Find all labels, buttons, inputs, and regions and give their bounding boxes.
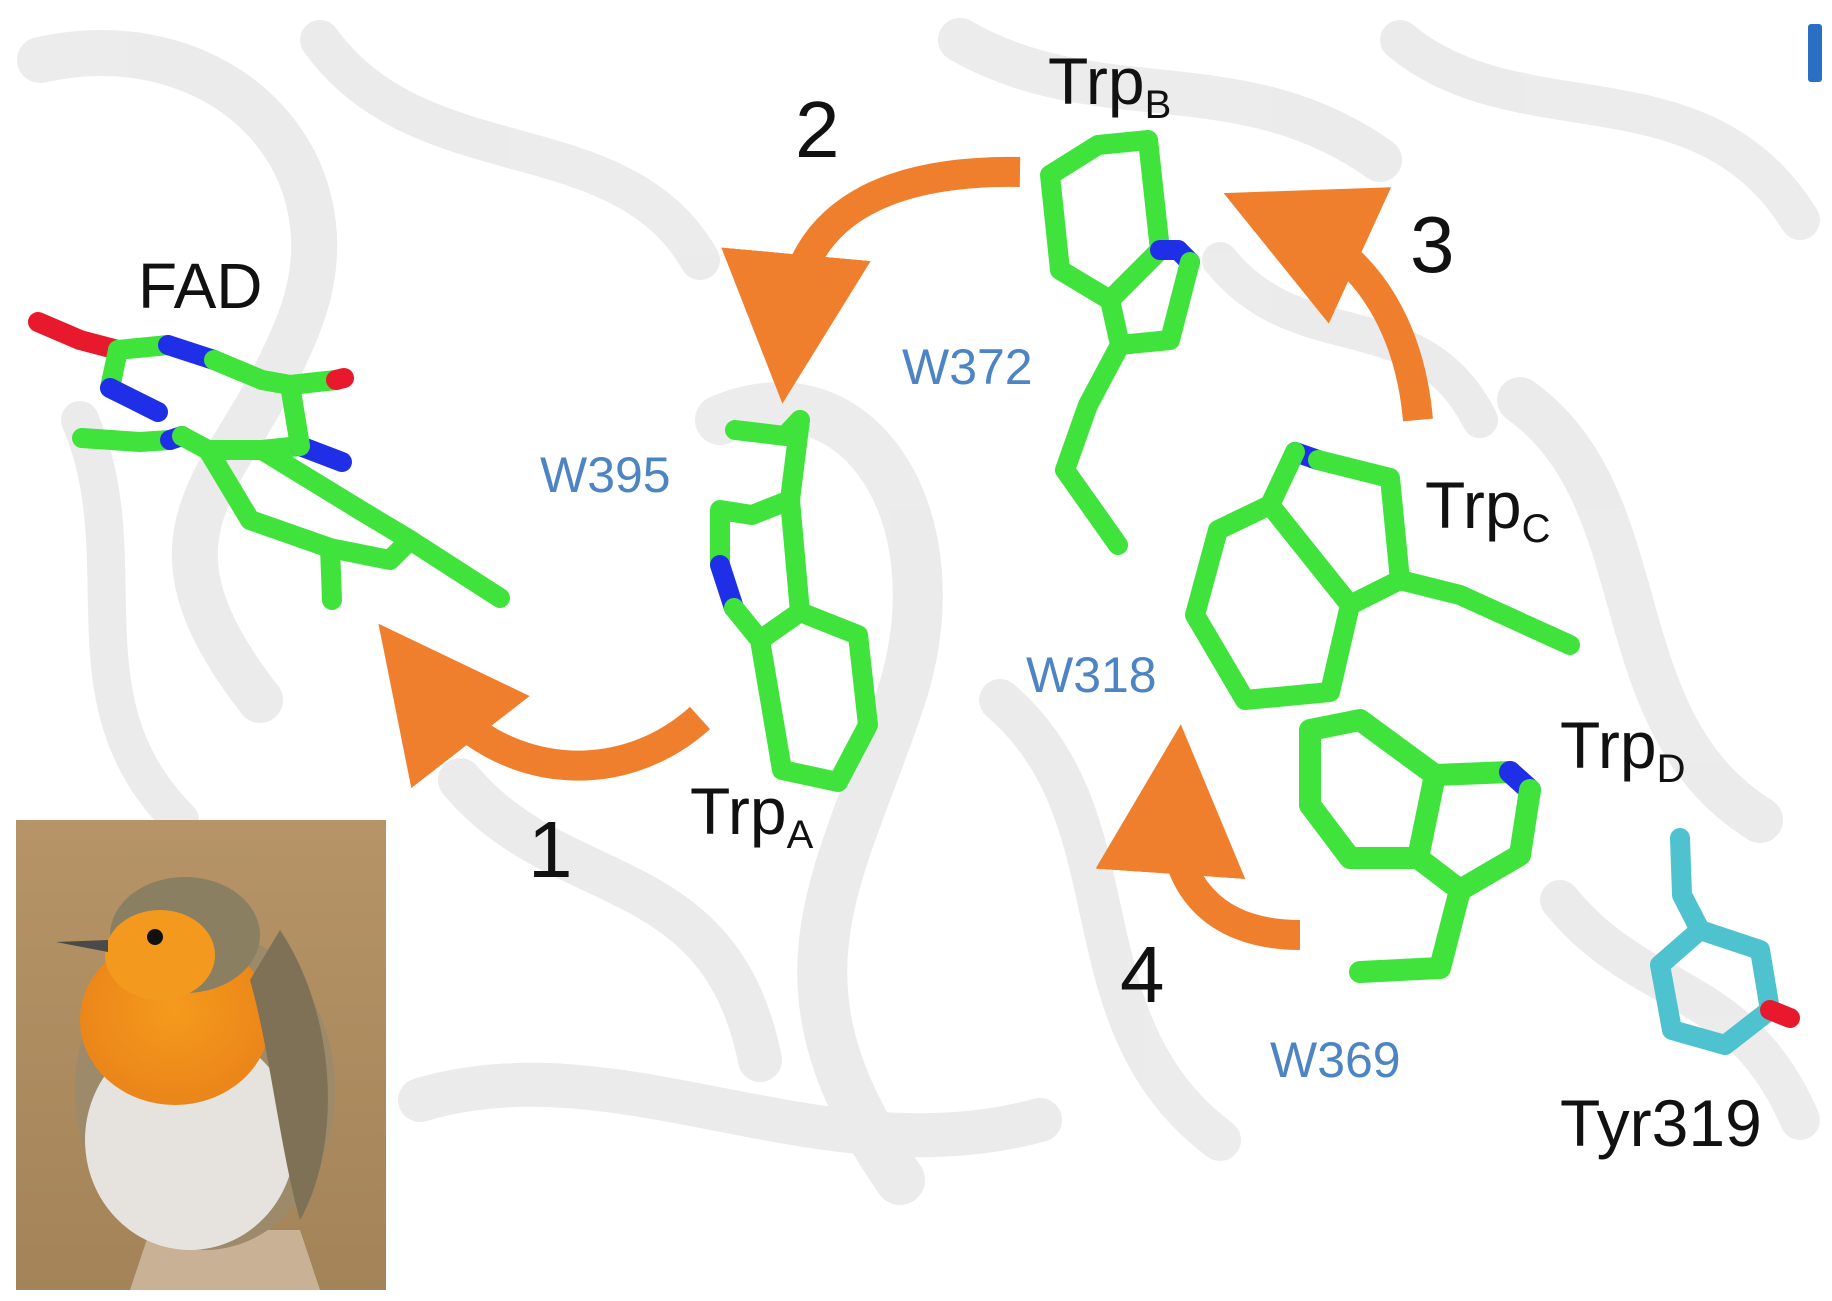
trp-d-label: TrpD (1560, 712, 1685, 789)
w372-label: W372 (902, 339, 1033, 395)
trp-b-molecule (1040, 130, 1200, 555)
w395-label: W395 (540, 447, 671, 503)
arrow-step-1 (378, 623, 711, 789)
tyr319-label: Tyr319 (1560, 1086, 1762, 1160)
trp-a-label: TrpA (690, 778, 813, 855)
trp-a-name: Trp (690, 774, 787, 848)
trp-c-label: TrpC (1425, 472, 1550, 549)
trp-c-molecule (1185, 442, 1580, 710)
robin-photo (16, 820, 386, 1290)
trp-d-name: Trp (1560, 708, 1657, 782)
step-1-label: 1 (528, 805, 573, 894)
trp-a-molecule (710, 410, 878, 792)
arrow-step-2 (721, 156, 1021, 404)
trp-b-name: Trp (1048, 44, 1145, 118)
trp-a-subscript: A (786, 813, 814, 857)
transfer-arrows (378, 156, 1433, 950)
corner-mark (1808, 24, 1822, 82)
arrow-step-3 (1223, 187, 1433, 422)
w369-label: W369 (1270, 1032, 1401, 1088)
trp-b-subscript: B (1144, 83, 1172, 127)
tyr319-molecule (1650, 828, 1800, 1055)
fad-molecule (28, 312, 510, 610)
arrow-step-4 (1095, 724, 1301, 950)
fad-label: FAD (138, 250, 263, 322)
w318-label: W318 (1026, 647, 1157, 703)
trp-d-molecule (1299, 709, 1541, 983)
trp-d-subscript: D (1656, 747, 1686, 791)
trp-c-name: Trp (1425, 468, 1522, 542)
trp-b-label: TrpB (1048, 48, 1171, 125)
step-2-label: 2 (795, 85, 840, 174)
step-4-label: 4 (1120, 930, 1165, 1019)
step-3-label: 3 (1410, 200, 1455, 289)
trp-c-subscript: C (1521, 507, 1551, 551)
